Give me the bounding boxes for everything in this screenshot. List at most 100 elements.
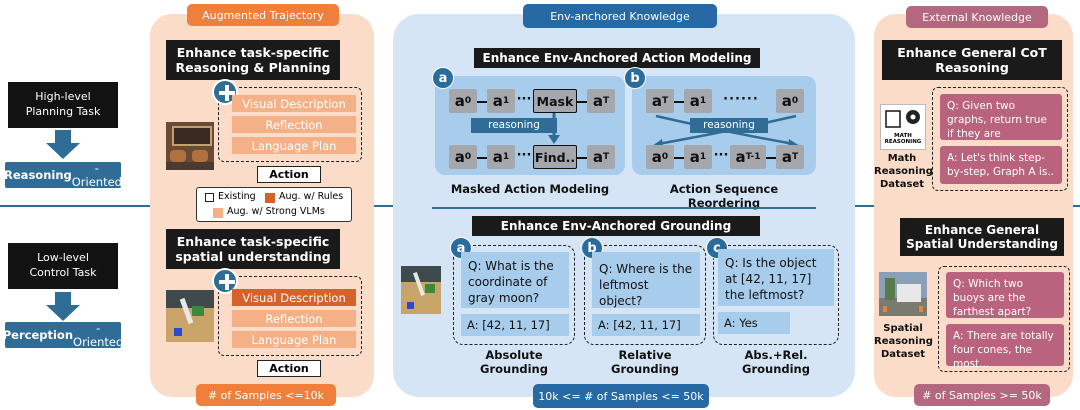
ellipsis: ··· <box>713 148 729 163</box>
connector <box>577 157 587 159</box>
grounding-title: Enhance Env-Anchored Grounding <box>472 216 760 236</box>
high-level-task-box: High-level Planning Task <box>8 82 118 128</box>
divider-line-mid-right <box>852 205 876 207</box>
math-question: Q: Given two graphs, return true if they… <box>940 94 1062 155</box>
math-answer: A: Let's think step-by-step, Graph A is.… <box>940 146 1062 184</box>
connector <box>477 157 487 159</box>
grounding-question: Q: Where is the leftmost object? <box>592 252 700 308</box>
badge-a: a <box>432 67 454 89</box>
ellipsis: ··· <box>516 92 532 107</box>
down-arrow-icon <box>46 130 80 159</box>
robot-scene-image <box>401 266 441 314</box>
action-box: Action <box>257 360 321 377</box>
reasoning-bar: reasoning <box>690 118 768 133</box>
robot-arm-image <box>166 290 214 342</box>
reasoning-oriented-label: Reasoning-Oriented <box>4 161 122 189</box>
spatial-understanding-title: Enhance task-specific spatial understand… <box>166 229 340 269</box>
augmented-samples-badge: # of Samples <=10k <box>196 384 336 406</box>
legend-existing-label: Existing <box>218 191 256 202</box>
action-modeling-title: Enhance Env-Anchored Action Modeling <box>474 48 760 68</box>
augmentation-group-2 <box>218 276 362 356</box>
math-qa-group <box>932 87 1068 191</box>
cot-reasoning-title: Enhance General CoT Reasoning <box>882 40 1062 80</box>
math-reasoning-icon: MATH REASONING <box>880 104 926 150</box>
ellipsis: ··· <box>516 148 532 163</box>
external-knowledge-header: External Knowledge <box>906 6 1048 28</box>
spatial-qa-group <box>938 266 1070 372</box>
plus-icon-v <box>225 85 229 101</box>
legend-rules-label: Aug. w/ Rules <box>279 191 344 202</box>
connector <box>577 101 587 103</box>
legend-existing-swatch <box>205 193 214 202</box>
grounding-caption: Abs.+Rel. Grounding <box>742 348 810 376</box>
augmentation-group-1 <box>218 87 362 162</box>
external-samples-badge: # of Samples >= 50k <box>914 384 1050 406</box>
reasoning-planning-title: Enhance task-specific Reasoning & Planni… <box>166 40 340 80</box>
grounding-card-abs-rel <box>713 245 839 345</box>
grounding-answer: A: [42, 11, 17] <box>461 314 569 336</box>
grounding-question: Q: Is the object at [42, 11, 17] the lef… <box>718 249 834 306</box>
math-icon-label: MATH REASONING <box>884 133 922 146</box>
down-arrow-icon <box>548 113 560 144</box>
connector <box>477 101 487 103</box>
reflection-bar: Reflection <box>232 310 356 327</box>
grounding-card-relative <box>584 245 706 345</box>
legend-vlms-label: Aug. w/ Strong VLMs <box>227 206 325 217</box>
action-box: Action <box>257 166 321 183</box>
connector <box>674 101 684 103</box>
divider-line-mid-left <box>373 205 397 207</box>
reasoning-bar: reasoning <box>471 118 557 133</box>
mask-token: Mask <box>533 89 577 113</box>
low-level-task-box: Low-level Control Task <box>8 243 118 289</box>
kitchen-scene-image <box>166 122 214 170</box>
grounding-caption: Relative Grounding <box>611 348 679 376</box>
reorder-caption: Action Sequence Reordering <box>669 182 779 210</box>
visual-description-bar: Visual Description <box>232 95 356 112</box>
env-samples-badge: 10k <= # of Samples <= 50k <box>533 384 709 408</box>
street-scene-image <box>879 272 927 316</box>
plus-icon-v <box>225 274 229 290</box>
perception-oriented-label: Perception-Oriented <box>2 321 124 349</box>
legend-vlms-swatch <box>213 208 223 218</box>
spatial-understanding-general-title: Enhance General Spatial Understanding <box>900 218 1064 256</box>
grounding-answer: A: [42, 11, 17] <box>592 314 700 336</box>
find-token: Find.. <box>533 145 577 169</box>
connector <box>766 157 776 159</box>
env-separator <box>432 207 816 209</box>
divider-line-right <box>1072 205 1080 207</box>
down-arrow-icon <box>46 292 80 321</box>
badge-b: b <box>624 67 646 89</box>
language-plan-bar: Language Plan <box>232 331 356 348</box>
grounding-card-absolute <box>453 245 575 345</box>
divider-line-left <box>0 205 150 207</box>
env-knowledge-header: Env-anchored Knowledge <box>523 4 717 28</box>
visual-description-bar: Visual Description <box>232 289 356 306</box>
language-plan-bar: Language Plan <box>232 137 356 154</box>
augmented-trajectory-header: Augmented Trajectory <box>187 4 339 26</box>
grounding-answer: A: Yes <box>718 312 790 334</box>
spatial-answer: A: There are totally four cones, the mos… <box>946 324 1064 370</box>
legend-rules-swatch <box>265 193 275 203</box>
reflection-bar: Reflection <box>232 116 356 133</box>
masked-action-caption: Masked Action Modeling <box>450 182 610 196</box>
ellipsis: ······ <box>723 92 759 107</box>
spatial-question: Q: Which two buoys are the farthest apar… <box>946 272 1064 318</box>
math-dataset-caption: Math Reasoning Dataset <box>874 153 933 190</box>
grounding-question: Q: What is the coordinate of gray moon? <box>461 252 569 308</box>
spatial-dataset-caption: Spatial Reasoning Dataset <box>874 323 933 360</box>
grounding-caption: Absolute Grounding <box>480 348 548 376</box>
connector <box>674 157 684 159</box>
